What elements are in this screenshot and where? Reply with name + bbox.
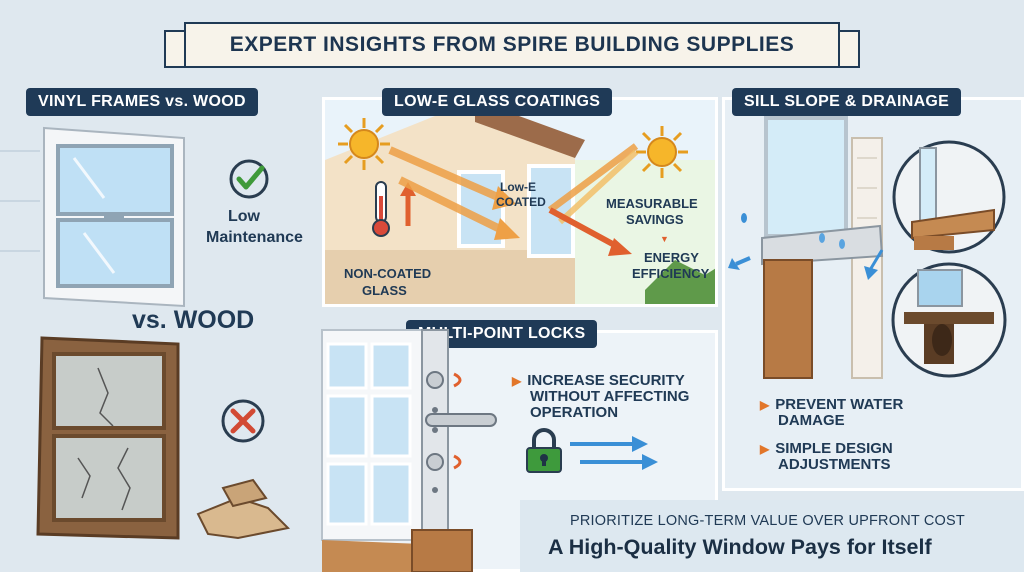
title-banner: EXPERT INSIGHTS FROM SPIRE BUILDING SUPP… — [164, 22, 860, 68]
lowe-noncoated-line2: GLASS — [362, 283, 407, 298]
sill-bullet-2b: ADJUSTMENTS — [778, 456, 891, 473]
savings-down-marker: ▼ — [660, 234, 669, 244]
sun-icon — [338, 118, 390, 170]
vinyl-heading: VINYL FRAMES vs. WOOD — [26, 88, 258, 116]
locks-bullet-line2: WITHOUT AFFECTING — [530, 388, 690, 405]
footer-line1: PRIORITIZE LONG-TERM VALUE OVER UPFRONT … — [570, 513, 965, 529]
banner-title: EXPERT INSIGHTS FROM SPIRE BUILDING SUPP… — [229, 33, 795, 56]
lowe-noncoated-line1: NON-COATED — [344, 266, 432, 281]
sill-detail-circle-top — [892, 140, 1006, 254]
lowe-efficiency-line1: ENERGY — [644, 250, 699, 265]
footer-banner — [520, 500, 1024, 572]
sill-illustration — [728, 116, 884, 379]
vinyl-window-illustration — [43, 126, 185, 308]
padlock-icon — [526, 428, 562, 473]
check-circle-icon — [229, 159, 269, 199]
lowe-coated-line2: COATED — [496, 195, 546, 209]
lock-motion-arrows — [570, 436, 658, 470]
x-circle-icon — [221, 399, 265, 443]
vs-wood-label: vs. WOOD — [132, 306, 255, 334]
wood-window-illustration — [36, 336, 291, 540]
locks-bullet-line3: OPERATION — [530, 404, 619, 421]
sill-bullet-1b: DAMAGE — [778, 412, 845, 429]
background-sketch-line — [0, 250, 40, 252]
lowe-coated-line1: Low-E — [500, 180, 536, 194]
bullet-triangle-icon: ▶ — [760, 442, 770, 456]
sill-detail-circle-bottom — [891, 262, 1007, 378]
heat-ray-arrows — [388, 143, 639, 256]
locks-bullet-c: OPERATION — [530, 404, 618, 421]
sill-heading: SILL SLOPE & DRAINAGE — [732, 88, 962, 116]
sill-bullet-1-line1: PREVENT WATER — [775, 396, 904, 413]
sill-bullet-1: ▶ PREVENT WATER — [760, 396, 903, 414]
sill-bullet-2-line1: SIMPLE DESIGN — [775, 440, 893, 457]
lowe-savings-line2: SAVINGS — [626, 212, 684, 227]
sill-bullet-2: ▶ SIMPLE DESIGN — [760, 440, 893, 458]
lowe-efficiency-line2: EFFICIENCY — [632, 266, 710, 281]
locks-bullet-b: WITHOUT AFFECTING — [530, 388, 689, 405]
background-sketch-line — [0, 150, 40, 152]
sun-icon — [636, 126, 688, 178]
lowe-heading: LOW-E GLASS COATINGS — [382, 88, 613, 116]
background-sketch-line — [0, 200, 40, 202]
sill-bullet-1-line2: DAMAGE — [778, 412, 845, 429]
bullet-triangle-icon: ▶ — [760, 398, 770, 412]
vinyl-benefit-line1: Low — [228, 208, 260, 225]
footer-line2: A High-Quality Window Pays for Itself — [548, 535, 932, 559]
locks-bullet-line1: INCREASE SECURITY — [527, 372, 685, 389]
vinyl-benefit-line2: Maintenance — [206, 229, 303, 246]
locks-bullet: ▶ INCREASE SECURITY — [512, 372, 685, 390]
lock-window-illustration — [321, 329, 497, 572]
bullet-triangle-icon: ▶ — [512, 374, 522, 388]
sill-bullet-2-line2: ADJUSTMENTS — [778, 456, 891, 473]
lowe-savings-line1: MEASURABLE — [606, 196, 698, 211]
thermometer-icon — [372, 181, 416, 237]
